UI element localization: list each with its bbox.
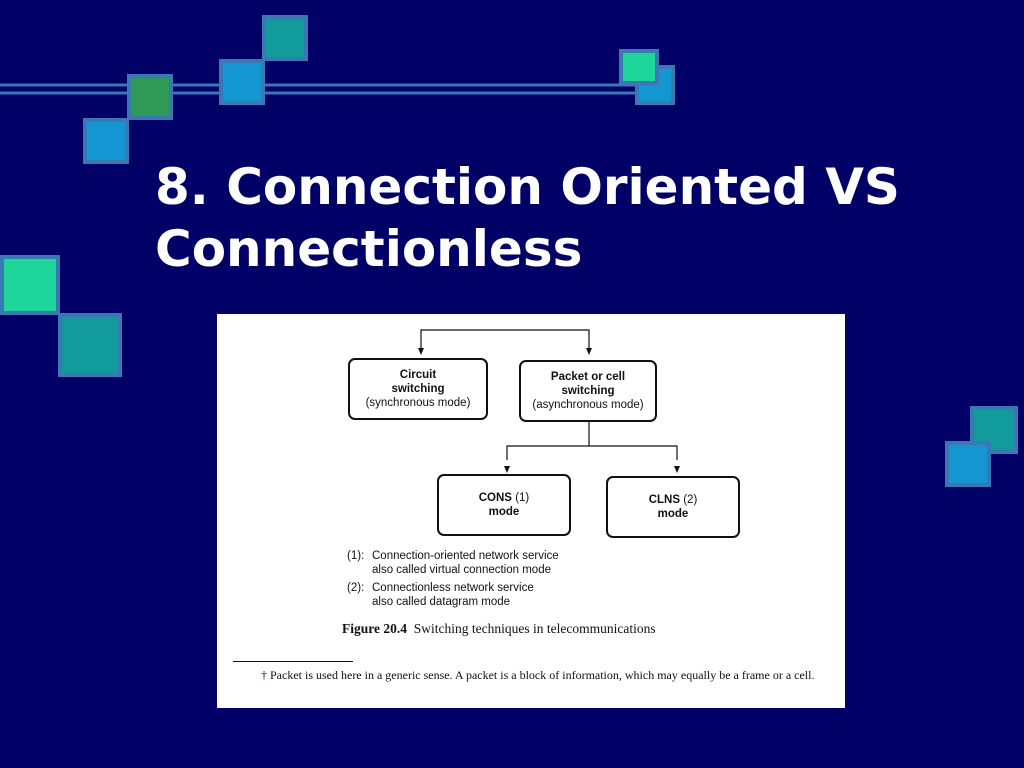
circuit-switching-box: Circuit switching (synchronous mode) [348, 358, 488, 420]
switching-diagram-figure: Circuit switching (synchronous mode) Pac… [217, 314, 845, 708]
slide-title-line2: Connectionless [155, 220, 583, 278]
caption-label: Figure 20.4 [342, 621, 407, 636]
circuit-line1: Circuit [399, 369, 437, 381]
cons-mode: mode [488, 506, 520, 518]
packet-line1: Packet or cell [550, 371, 626, 383]
clns-name: CLNS [648, 494, 681, 506]
packet-switching-box: Packet or cell switching (asynchronous m… [519, 360, 657, 422]
circuit-line3: (synchronous mode) [365, 397, 471, 409]
connector-lines [418, 329, 680, 473]
cons-name: CONS [478, 492, 512, 504]
caption-text: Switching techniques in telecommunicatio… [413, 621, 656, 636]
slide-title-line1: 8. Connection Oriented VS [155, 158, 900, 216]
cons-ref: (1) [515, 492, 530, 504]
clns-mode: mode [657, 508, 689, 520]
figure-caption: Figure 20.4 Switching techniques in tele… [342, 621, 656, 637]
slide-title: 8. Connection Oriented VS Connectionless [155, 156, 975, 280]
packet-footnote: † Packet is used here in a generic sense… [261, 668, 815, 682]
note-2-label: (2): [347, 582, 365, 594]
decorative-squares [0, 15, 1018, 487]
clns-ref: (2) [683, 494, 698, 506]
note-1-label: (1): [347, 550, 365, 562]
note-1-line1: Connection-oriented network service [372, 550, 559, 562]
cons-mode-box: CONS (1) mode [437, 474, 571, 536]
packet-line3: (asynchronous mode) [532, 399, 644, 411]
clns-mode-box: CLNS (2) mode [606, 476, 740, 538]
note-2-line1: Connectionless network service [372, 582, 534, 594]
note-2-line2: also called datagram mode [372, 596, 511, 608]
decorative-lines [0, 83, 660, 95]
circuit-line2: switching [391, 383, 445, 395]
footnote-rule [233, 661, 353, 662]
packet-line2: switching [561, 385, 615, 397]
note-1-line2: also called virtual connection mode [372, 564, 551, 576]
